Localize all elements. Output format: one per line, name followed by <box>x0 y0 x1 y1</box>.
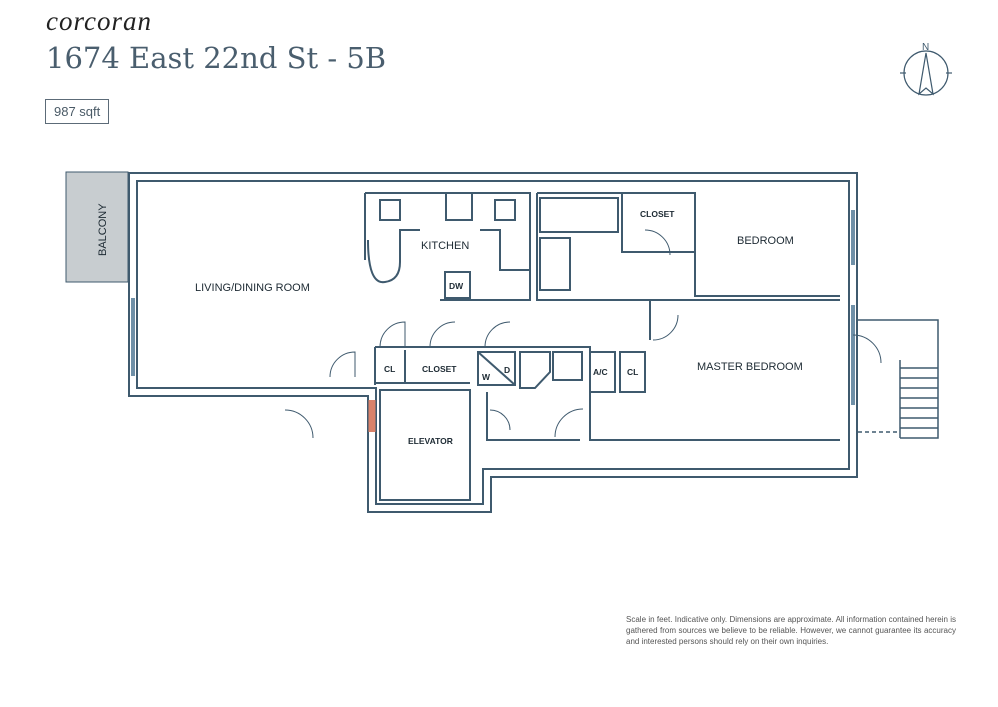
balcony <box>65 171 129 283</box>
living-room-label: LIVING/DINING ROOM <box>195 282 310 294</box>
master-bedroom-label: MASTER BEDROOM <box>697 361 803 373</box>
compass-north-label: N <box>922 42 929 53</box>
dishwasher-label: DW <box>449 281 464 291</box>
ac-label: A/C <box>593 367 608 377</box>
bedroom-label: BEDROOM <box>737 235 794 247</box>
closet-label: CLOSET <box>640 209 675 219</box>
stairs <box>858 319 939 439</box>
closet-cl-label: CL <box>384 364 395 374</box>
disclaimer: Scale in feet. Indicative only. Dimensio… <box>626 615 956 646</box>
closet-cl2-label: CL <box>627 367 638 377</box>
dryer-label: D <box>504 365 510 375</box>
windows <box>131 210 855 405</box>
brand-logo: corcoran <box>46 6 152 36</box>
door-swings <box>284 229 882 439</box>
balcony-label: BALCONY <box>97 203 109 256</box>
kitchen-label: KITCHEN <box>421 240 469 252</box>
page-title: 1674 East 22nd St - 5B <box>46 41 387 75</box>
compass-icon: N <box>900 42 952 96</box>
area-badge: 987 sqft <box>45 99 110 124</box>
washer-label: W <box>482 372 491 382</box>
elevator-label: ELEVATOR <box>408 436 453 446</box>
exterior-walls <box>128 172 858 513</box>
interior-walls <box>364 192 840 501</box>
hall-closet-label: CLOSET <box>422 364 457 374</box>
